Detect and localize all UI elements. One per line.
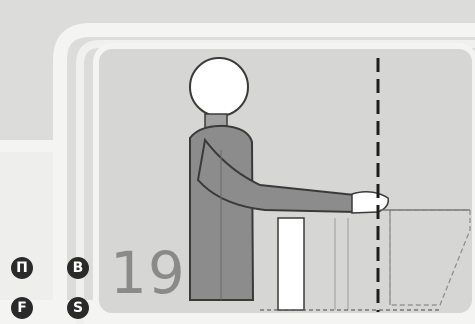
bottom-band (0, 148, 60, 324)
step-number: 19 (110, 238, 186, 308)
left-strip (0, 140, 64, 152)
badge-s: S (67, 297, 89, 319)
badge-p: П (11, 257, 33, 279)
badge-f: F (11, 297, 33, 319)
badge-b: B (67, 257, 89, 279)
head (190, 58, 248, 116)
pedestal (278, 218, 304, 310)
